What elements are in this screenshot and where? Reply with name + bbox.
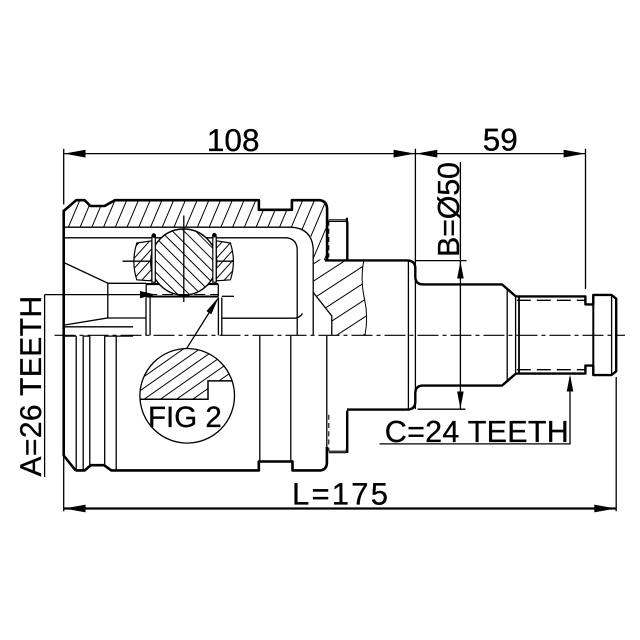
svg-text:FIG 2: FIG 2 xyxy=(148,401,222,434)
svg-text:59: 59 xyxy=(483,121,518,157)
svg-text:B=Ø50: B=Ø50 xyxy=(432,162,466,257)
svg-text:108: 108 xyxy=(207,122,260,158)
svg-text:L=175: L=175 xyxy=(292,477,388,512)
svg-text:A=26 TEETH: A=26 TEETH xyxy=(15,295,48,476)
